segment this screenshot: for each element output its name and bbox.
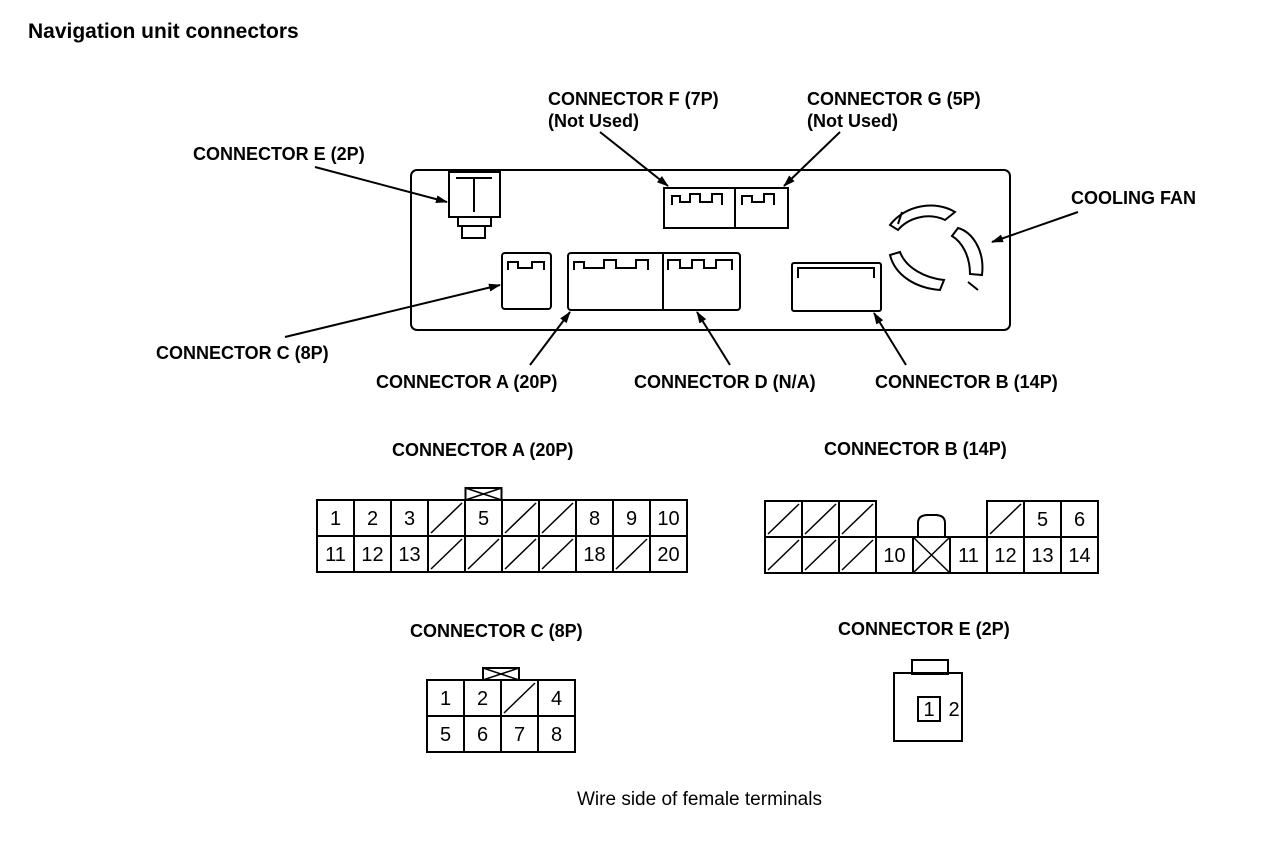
pin-number: 5: [478, 508, 489, 530]
unused-pin-slash: [841, 503, 874, 535]
unused-pin-slash: [767, 503, 800, 535]
connector-e-body: [893, 672, 963, 742]
pin-number: 11: [325, 544, 346, 566]
pin-number: 8: [589, 508, 600, 530]
pin-number: 12: [361, 544, 383, 566]
label-connector-e: CONNECTOR E (2P): [193, 144, 365, 164]
unit-connector-g: [741, 193, 775, 205]
latch-cross: [482, 667, 520, 681]
pin-number: 14: [1068, 545, 1090, 567]
label-connector-c: CONNECTOR C (8P): [156, 343, 329, 363]
pin-number: 20: [657, 544, 679, 566]
label-connector-g-name: CONNECTOR G (5P): [807, 89, 981, 109]
pin-number: 1: [923, 699, 934, 721]
pin-number: 12: [994, 545, 1016, 567]
label-connector-b: CONNECTOR B (14P): [875, 372, 1058, 392]
pin-number: 7: [514, 724, 525, 746]
unit-connector-d: [667, 259, 733, 270]
pin-cell: [649, 535, 688, 573]
unused-pin-slash: [504, 538, 537, 570]
pin-number: 5: [440, 724, 451, 746]
latch-tab: [911, 659, 949, 675]
unit-connector-c: [501, 252, 552, 310]
pin-number: 2: [367, 508, 378, 530]
pinout-connector-b: 5 6 10 11 12 13 14: [764, 500, 1099, 574]
pinout-connector-c: 1 2 4 5 6 7 8: [426, 667, 576, 753]
pin-number: 11: [958, 545, 979, 567]
pin-cell: [537, 715, 576, 753]
latch-cross: [912, 536, 951, 574]
unused-pin-slash: [989, 503, 1022, 535]
unused-pin-slash: [430, 502, 463, 534]
pin-number: 5: [1037, 509, 1048, 531]
cooling-fan-icon: [888, 204, 984, 292]
leader-connector-b: [873, 312, 907, 366]
navigation-unit: [410, 169, 1011, 331]
pin-number: 6: [477, 724, 488, 746]
pin-number: 8: [551, 724, 562, 746]
label-connector-f: CONNECTOR F (7P) (Not Used): [548, 88, 719, 132]
leader-connector-d: [696, 311, 731, 366]
unused-pin-slash: [430, 538, 463, 570]
label-connector-f-name: CONNECTOR F (7P): [548, 89, 719, 109]
pinout-a-header: CONNECTOR A (20P): [392, 440, 574, 460]
unused-pin-slash: [841, 539, 874, 571]
latch-cross: [465, 487, 502, 501]
unused-pin-slash: [804, 503, 837, 535]
unused-pin-slash: [541, 538, 574, 570]
page-title: Navigation unit connectors: [28, 20, 299, 43]
pin-number: 13: [398, 544, 420, 566]
unused-pin-slash: [467, 538, 500, 570]
unused-pin-slash: [767, 539, 800, 571]
pin-number: 2: [948, 699, 959, 721]
label-connector-a: CONNECTOR A (20P): [376, 372, 558, 392]
leader-connector-c: [284, 283, 501, 338]
unit-connector-f: [663, 187, 789, 229]
leader-connector-f: [599, 131, 669, 187]
unit-connector-b: [791, 262, 882, 312]
pin-number: 6: [1074, 509, 1085, 531]
label-connector-g: CONNECTOR G (5P) (Not Used): [807, 88, 981, 132]
pin-number: 4: [551, 688, 562, 710]
pin-number: 10: [657, 508, 679, 530]
leader-connector-e: [314, 166, 448, 204]
unit-connector-e: [448, 171, 501, 239]
unit-connector-a: [567, 252, 741, 311]
caption: Wire side of female terminals: [577, 789, 822, 810]
pinout-e-header: CONNECTOR E (2P): [838, 619, 1010, 639]
unused-pin-slash: [504, 502, 537, 534]
leader-connector-a: [529, 311, 571, 366]
leader-connector-g: [783, 131, 841, 187]
unused-pin-slash: [615, 538, 648, 570]
pin-cell: [917, 696, 941, 722]
leader-cooling-fan: [991, 211, 1079, 243]
label-cooling-fan: COOLING FAN: [1071, 188, 1196, 208]
label-connector-d: CONNECTOR D (N/A): [634, 372, 816, 392]
unused-pin-slash: [804, 539, 837, 571]
pin-number: 1: [330, 508, 341, 530]
pin-number: 9: [626, 508, 637, 530]
label-connector-f-note: (Not Used): [548, 111, 639, 131]
pinout-c-header: CONNECTOR C (8P): [410, 621, 583, 641]
pin-number: 13: [1031, 545, 1053, 567]
latch-tab: [917, 514, 946, 537]
pinout-b-header: CONNECTOR B (14P): [824, 439, 1007, 459]
pin-cell: [1060, 536, 1099, 574]
unused-pin-slash: [541, 502, 574, 534]
unused-pin-slash: [503, 682, 536, 714]
pin-number: 18: [583, 544, 605, 566]
leader-lines: [284, 131, 1079, 366]
pin-number: 3: [404, 508, 415, 530]
pin-number: 2: [477, 688, 488, 710]
label-connector-g-note: (Not Used): [807, 111, 898, 131]
pin-number: 1: [440, 688, 451, 710]
pin-number: 10: [883, 545, 905, 567]
